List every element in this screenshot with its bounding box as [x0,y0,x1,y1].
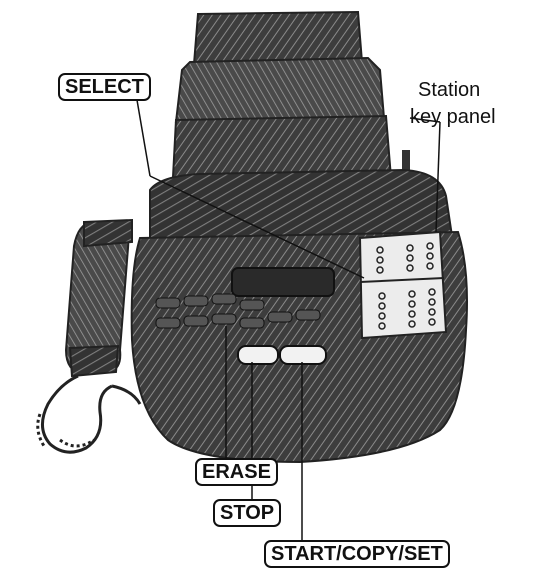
station-label-line1: Station [418,76,480,104]
handset [66,220,132,376]
stop-key-label: STOP [213,499,281,527]
station-label-line2: key panel [410,103,496,131]
station-key-panel [360,232,446,338]
select-key-label: SELECT [58,73,151,101]
stop-key-shape [238,346,278,364]
coiled-cord [38,376,140,452]
paper-tray [172,12,410,196]
start-copy-set-key-label: START/COPY/SET [264,540,450,568]
select-leader-1 [137,100,150,176]
erase-key-label: ERASE [195,458,278,486]
start-key-shape [280,346,326,364]
